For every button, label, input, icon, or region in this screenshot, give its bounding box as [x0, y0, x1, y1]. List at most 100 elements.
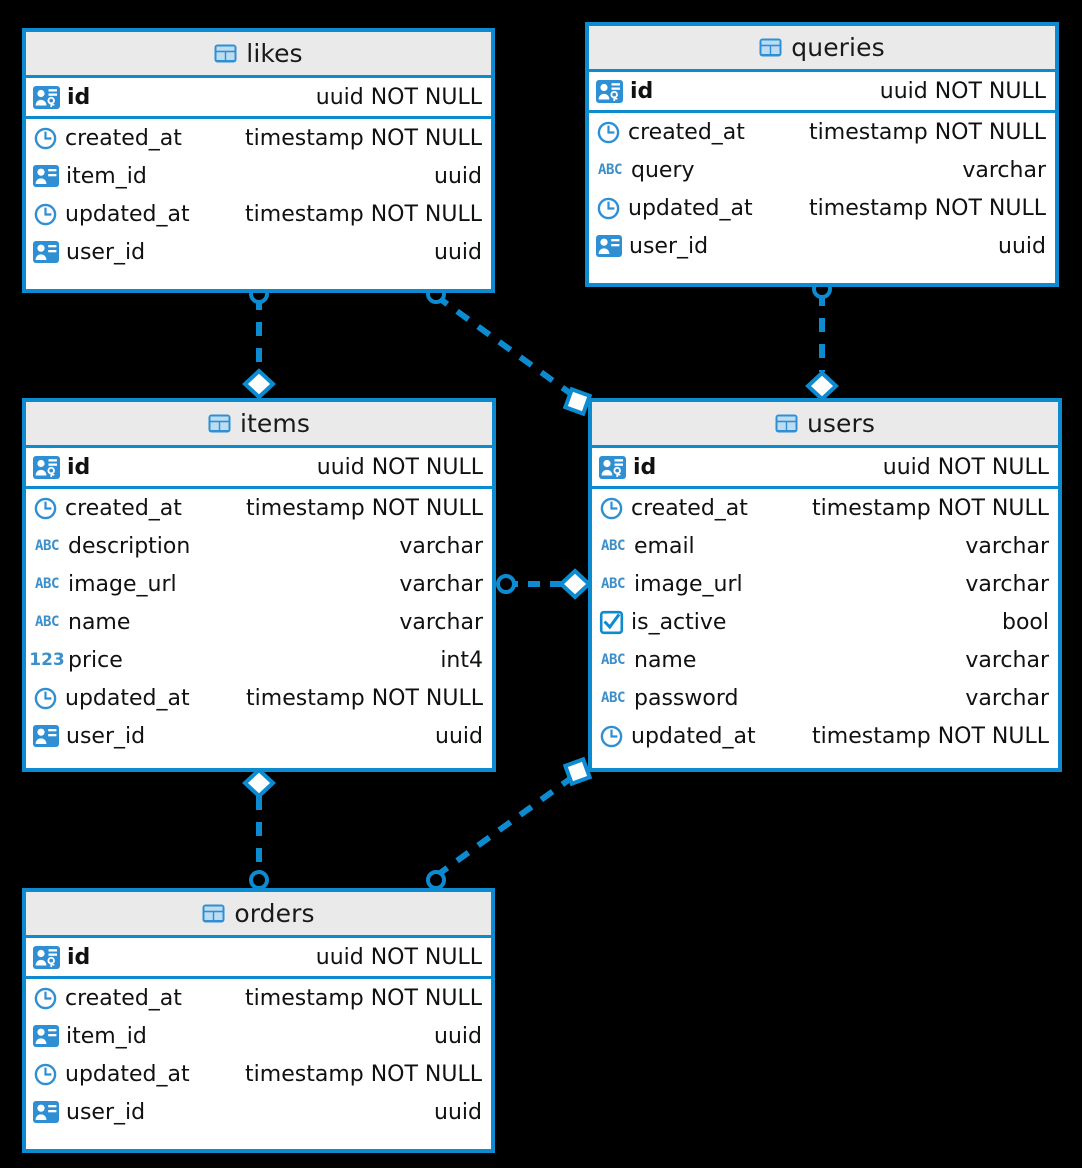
- abc-icon: ABC: [34, 614, 60, 630]
- field-name: created_at: [628, 119, 745, 145]
- table-icon: [202, 904, 225, 923]
- diamond-marker: [558, 568, 592, 600]
- table-row[interactable]: item_id uuid: [26, 1017, 491, 1055]
- field-name: id: [67, 944, 91, 970]
- field-name: created_at: [65, 125, 182, 151]
- fields-section: created_at timestamp NOT NULL item_id uu…: [26, 119, 491, 271]
- abc-icon: ABC: [34, 538, 60, 554]
- table-likes[interactable]: likes id uuid NOT NULL created_at timest…: [22, 28, 495, 293]
- square-marker: [562, 386, 593, 417]
- primary-key-section: id uuid NOT NULL: [592, 448, 1058, 489]
- field-type: uuid NOT NULL: [316, 454, 483, 480]
- table-row[interactable]: user_id uuid: [589, 227, 1055, 265]
- clock-icon: [33, 202, 58, 227]
- primary-key-section: id uuid NOT NULL: [26, 78, 491, 119]
- table-row[interactable]: id uuid NOT NULL: [592, 448, 1058, 486]
- abc-icon: ABC: [600, 538, 626, 554]
- field-name: user_id: [629, 233, 709, 259]
- table-icon: [214, 44, 237, 63]
- table-row[interactable]: id uuid NOT NULL: [26, 78, 491, 116]
- clock-icon: [33, 686, 58, 711]
- field-type: timestamp NOT NULL: [245, 125, 482, 151]
- field-type: timestamp NOT NULL: [812, 495, 1049, 521]
- abc-icon: ABC: [34, 576, 60, 592]
- field-type: uuid: [998, 233, 1046, 259]
- field-name: is_active: [631, 609, 727, 635]
- table-row[interactable]: ABC image_url varchar: [592, 565, 1058, 603]
- foreign-key-icon: [33, 165, 59, 187]
- field-name: id: [67, 84, 91, 110]
- primary-key-icon: [596, 79, 623, 103]
- field-type: uuid NOT NULL: [879, 78, 1046, 104]
- table-name: queries: [791, 33, 885, 62]
- table-row[interactable]: is_active bool: [592, 603, 1058, 641]
- field-type: bool: [1002, 609, 1049, 635]
- table-row[interactable]: user_id uuid: [26, 1093, 491, 1131]
- table-row[interactable]: updated_at timestamp NOT NULL: [26, 1055, 491, 1093]
- table-row[interactable]: updated_at timestamp NOT NULL: [26, 679, 492, 717]
- square-marker: [562, 756, 593, 787]
- foreign-key-icon: [33, 1101, 59, 1123]
- table-row[interactable]: ABC password varchar: [592, 679, 1058, 717]
- field-type: uuid NOT NULL: [882, 454, 1049, 480]
- table-row[interactable]: ABC name varchar: [26, 603, 492, 641]
- table-row[interactable]: user_id uuid: [26, 717, 492, 755]
- fields-section: created_at timestamp NOT NULL ABC query …: [589, 113, 1055, 265]
- relationship-orders-items: [242, 767, 276, 890]
- clock-icon: [596, 120, 621, 145]
- table-header: queries: [589, 26, 1055, 72]
- field-type: uuid: [434, 163, 482, 189]
- diamond-marker: [242, 368, 276, 400]
- table-row[interactable]: user_id uuid: [26, 233, 491, 271]
- field-type: uuid: [434, 1023, 482, 1049]
- primary-key-section: id uuid NOT NULL: [589, 72, 1055, 113]
- table-users[interactable]: users id uuid NOT NULL created_at timest…: [588, 398, 1062, 772]
- abc-icon: ABC: [600, 690, 626, 706]
- field-name: updated_at: [65, 1061, 190, 1087]
- table-row[interactable]: 123 price int4: [26, 641, 492, 679]
- table-row[interactable]: created_at timestamp NOT NULL: [26, 119, 491, 157]
- table-row[interactable]: ABC image_url varchar: [26, 565, 492, 603]
- table-row[interactable]: id uuid NOT NULL: [26, 448, 492, 486]
- clock-icon: [33, 1062, 58, 1087]
- fields-section: created_at timestamp NOT NULL item_id uu…: [26, 979, 491, 1131]
- field-name: query: [631, 157, 695, 183]
- table-row[interactable]: created_at timestamp NOT NULL: [589, 113, 1055, 151]
- table-row[interactable]: ABC query varchar: [589, 151, 1055, 189]
- table-row[interactable]: item_id uuid: [26, 157, 491, 195]
- table-orders[interactable]: orders id uuid NOT NULL created_at times…: [22, 888, 495, 1153]
- table-header: users: [592, 402, 1058, 448]
- primary-key-section: id uuid NOT NULL: [26, 448, 492, 489]
- field-name: created_at: [631, 495, 748, 521]
- table-row[interactable]: created_at timestamp NOT NULL: [26, 489, 492, 527]
- table-row[interactable]: ABC name varchar: [592, 641, 1058, 679]
- table-row[interactable]: ABC description varchar: [26, 527, 492, 565]
- foreign-key-icon: [596, 235, 622, 257]
- table-row[interactable]: id uuid NOT NULL: [589, 72, 1055, 110]
- field-type: timestamp NOT NULL: [812, 723, 1049, 749]
- field-name: item_id: [66, 1023, 147, 1049]
- table-icon: [759, 38, 782, 57]
- relationship-queries-users: [805, 279, 839, 402]
- diamond-marker: [805, 370, 839, 402]
- table-icon: [208, 414, 231, 433]
- field-type: varchar: [399, 609, 483, 635]
- table-row[interactable]: updated_at timestamp NOT NULL: [589, 189, 1055, 227]
- table-row[interactable]: updated_at timestamp NOT NULL: [592, 717, 1058, 755]
- field-name: id: [633, 454, 657, 480]
- field-name: user_id: [66, 723, 146, 749]
- abc-icon: ABC: [600, 576, 626, 592]
- field-type: uuid NOT NULL: [315, 944, 482, 970]
- field-name: email: [634, 533, 695, 559]
- table-row[interactable]: ABC email varchar: [592, 527, 1058, 565]
- table-row[interactable]: updated_at timestamp NOT NULL: [26, 195, 491, 233]
- table-row[interactable]: created_at timestamp NOT NULL: [592, 489, 1058, 527]
- table-row[interactable]: id uuid NOT NULL: [26, 938, 491, 976]
- field-type: timestamp NOT NULL: [809, 195, 1046, 221]
- table-row[interactable]: created_at timestamp NOT NULL: [26, 979, 491, 1017]
- table-queries[interactable]: queries id uuid NOT NULL created_at time…: [585, 22, 1059, 287]
- table-items[interactable]: items id uuid NOT NULL created_at timest…: [22, 398, 496, 772]
- field-type: uuid: [434, 239, 482, 265]
- abc-icon: ABC: [600, 652, 626, 668]
